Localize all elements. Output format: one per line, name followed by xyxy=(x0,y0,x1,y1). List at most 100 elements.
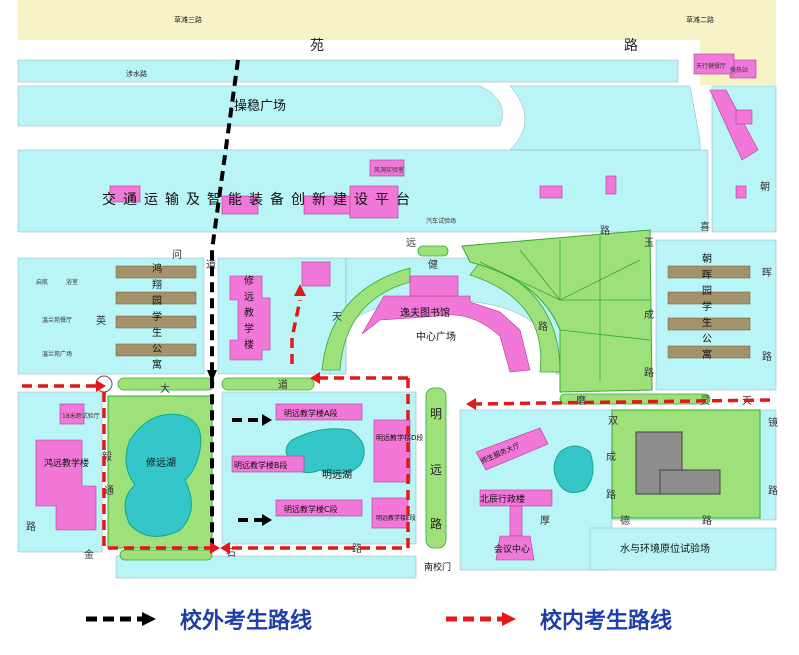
road-label-yi: 毅 xyxy=(102,450,112,463)
road-label-dao2: 道 xyxy=(278,378,288,391)
block-chaohui xyxy=(655,239,777,391)
label-hongxiang-0: 鸿 xyxy=(152,262,162,275)
road-label-top-left: 草滩三路 xyxy=(174,15,202,24)
green-boulevard-2 xyxy=(221,377,315,391)
block-north-strip xyxy=(17,59,679,83)
xiuyuan-lake-water xyxy=(124,413,202,537)
road-label-chao-lu: 路 xyxy=(762,350,772,363)
label-mingyuan-e: 明远教学楼E段 xyxy=(376,514,416,522)
label-hongxiang-1: 翔 xyxy=(152,278,162,291)
label-xiuyuan-4: 楼 xyxy=(244,338,254,351)
label-chaohui-6: 寓 xyxy=(702,348,712,361)
label-hongxiang-4: 生 xyxy=(152,326,162,339)
road-label-cheng: 成 xyxy=(644,309,654,321)
label-mingyuan-c: 明远教学楼C段 xyxy=(284,504,338,514)
green-park xyxy=(461,229,653,393)
road-label-lu4: 路 xyxy=(606,488,616,501)
road-label-hou: 厚 xyxy=(540,515,550,527)
block-water-env xyxy=(589,527,777,571)
road-label-cheng2: 成 xyxy=(606,451,616,463)
label-tianhe-dining: 天行健餐厅 xyxy=(696,62,726,70)
road-label-mingyuan-lu: 路 xyxy=(430,516,442,531)
label-mingyuan-b: 明远教学楼B段 xyxy=(234,460,288,470)
pink-buildings xyxy=(35,53,759,561)
label-library: 逸夫图书馆 xyxy=(400,306,450,319)
label-xiuyuan-lake: 修远湖 xyxy=(146,456,176,469)
label-westlan-plaza: 温兰苑广场 xyxy=(42,350,72,358)
sand-area xyxy=(18,0,776,40)
road-label-mingyuan-yuan: 远 xyxy=(430,463,442,477)
label-xiuyuan-2: 教 xyxy=(244,306,254,319)
legend-internal-arrow-icon xyxy=(446,612,516,626)
road-label-top-right: 草滩二路 xyxy=(686,15,714,24)
road-label-dao: 道 xyxy=(206,258,216,271)
road-label-ying: 英 xyxy=(96,314,106,327)
road-label-jing: 镜 xyxy=(768,416,778,429)
legend-external-arrow-icon xyxy=(86,612,156,626)
label-hongxiang-5: 公 xyxy=(152,344,162,355)
legend-external: 校外考生路线 xyxy=(86,604,312,634)
label-chaohui-5: 公 xyxy=(702,334,712,345)
road-label-lu2: 路 xyxy=(538,320,548,333)
label-dining: 启航 xyxy=(36,278,48,286)
label-chaohui-4: 生 xyxy=(702,316,712,329)
label-westlan-canteen: 温兰苑餐厅 xyxy=(42,316,72,324)
road-label-sheshui: 涉水路 xyxy=(126,69,147,78)
label-caowen-square: 操稳广场 xyxy=(234,98,286,114)
road-label-xi: 喜 xyxy=(700,220,710,233)
road-label-tian: 天 xyxy=(332,312,342,323)
label-hongxiang-6: 寓 xyxy=(152,358,162,371)
road-label-yuan2: 远 xyxy=(406,237,416,249)
label-hongxiang-3: 学 xyxy=(152,310,162,323)
road-label-jian: 健 xyxy=(428,259,438,271)
block-caowen xyxy=(17,85,503,127)
label-hongyuan-building: 鸿远教学楼 xyxy=(44,457,89,469)
green-library-arc xyxy=(321,267,411,371)
internal-route-arrows xyxy=(96,284,476,554)
label-wind-lab: 风洞实验室 xyxy=(374,166,404,174)
road-label-shuang: 双 xyxy=(608,415,618,427)
road-label-shuangxi-lu: 路 xyxy=(600,224,610,237)
label-hongxiang-2: 园 xyxy=(152,295,162,307)
park-paths xyxy=(479,236,651,380)
label-mingyuan-a: 明远教学楼A段 xyxy=(284,408,337,418)
chaohui-dorm-buildings xyxy=(667,265,751,359)
label-mingyuan-d: 明远教学楼D段 xyxy=(376,433,423,442)
label-chaohui-2: 园 xyxy=(702,285,712,297)
label-center-plaza: 中心广场 xyxy=(416,330,456,343)
green-southeast xyxy=(611,409,761,519)
block-south-strip xyxy=(115,555,417,579)
block-north-east xyxy=(509,85,701,151)
label-south-gate: 南校门 xyxy=(424,561,451,573)
admin-lake-water xyxy=(553,445,594,493)
road-label-shi: 石 xyxy=(226,548,236,559)
legend-external-label: 校外考生路线 xyxy=(180,609,313,634)
road-label-wen: 问 xyxy=(172,248,182,261)
gray-building-wing xyxy=(659,469,721,495)
green-mingyuan-road xyxy=(425,387,447,549)
label-conference-center: 会议中心 xyxy=(494,543,530,555)
label-traffic-platform: 交通运输及智能装备创新建设平台 xyxy=(102,191,417,208)
road-label-tongtian-lu: 路 xyxy=(26,520,36,533)
label-mingyuan-lake: 明远湖 xyxy=(322,469,352,481)
road-label-chao: 朝 xyxy=(760,181,770,193)
road-label-lu5: 路 xyxy=(768,484,778,497)
legend-internal-label: 校内考生路线 xyxy=(540,609,673,634)
road-label-lu: 路 xyxy=(624,38,638,54)
label-chaohui-3: 学 xyxy=(702,300,712,313)
external-route-arrows xyxy=(207,370,272,526)
road-label-de: 德 xyxy=(620,514,630,527)
green-jian xyxy=(417,245,449,257)
internal-route xyxy=(22,299,771,550)
label-chaohui-1: 晖 xyxy=(702,269,712,281)
legend: 校外考生路线 校内考生路线 xyxy=(0,582,799,655)
road-label-yu: 玉 xyxy=(644,238,654,249)
green-south xyxy=(119,549,213,561)
label-water-env: 水与环境原位试验场 xyxy=(620,542,710,555)
road-label-tong: 通 xyxy=(104,485,114,497)
road-label-mingyuan-ming: 明 xyxy=(430,407,442,421)
label-bathhouse: 浴室 xyxy=(66,278,78,286)
label-admin-building: 北辰行政楼 xyxy=(480,493,525,505)
label-hall-18: 18米跨试验厅 xyxy=(62,412,100,420)
